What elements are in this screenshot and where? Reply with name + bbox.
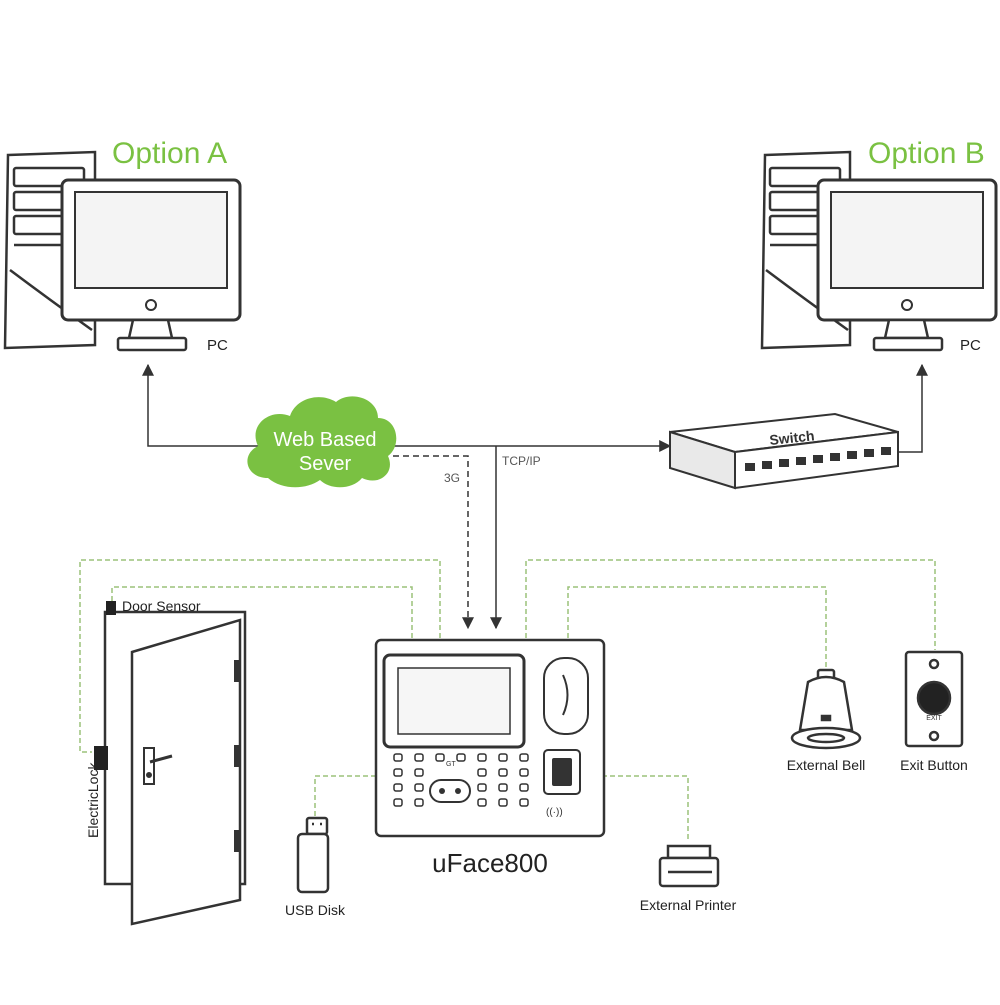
switch-ports: [745, 447, 891, 471]
peripheral-wires: [79, 559, 936, 840]
nav-dot: [439, 788, 445, 794]
device-label: uFace800: [432, 848, 548, 878]
network-switch: Switch: [669, 412, 899, 490]
door-hinge: [234, 745, 240, 767]
cloud-icon: [247, 396, 397, 488]
exit-button-label: Exit Button: [900, 757, 968, 773]
pc-option-b: Option B PC: [760, 137, 998, 354]
usb-disk: USB Disk: [285, 816, 346, 918]
pc-option-a: Option A PC: [3, 137, 242, 354]
nav-button-icon: [429, 779, 471, 803]
edge-label-3g: 3G: [444, 471, 460, 485]
network-lines: [142, 363, 928, 630]
door-handle-icon: [143, 747, 173, 785]
cloud-label-line1: Web Based: [273, 429, 376, 451]
wire-external-bell: [567, 586, 827, 672]
device-badge: GT: [446, 761, 456, 768]
door-panel: [130, 618, 242, 926]
web-server-cloud: Web Based Sever: [247, 396, 397, 488]
electric-lock-icon: [94, 746, 108, 770]
exit-button-icon: [904, 650, 964, 748]
printer-icon: [658, 844, 720, 888]
camera-lens: [562, 674, 569, 716]
edge-3g-device: [393, 455, 474, 630]
bell-icon: [790, 668, 862, 750]
exit-badge: EXIT: [926, 715, 942, 722]
exit-button: EXIT Exit Button: [900, 650, 968, 773]
usb-disk-icon: [296, 816, 330, 894]
electric-lock-label: ElectricLock: [85, 762, 101, 838]
door-sensor-label: Door Sensor: [122, 598, 201, 614]
door-hinge: [234, 830, 240, 852]
wire-usb-disk: [314, 775, 376, 820]
rfid-icon: ((·)): [546, 807, 563, 818]
external-bell: External Bell: [787, 668, 866, 773]
option-b-pc-label: PC: [960, 337, 981, 354]
external-bell-label: External Bell: [787, 757, 866, 773]
switch-label: Switch: [769, 427, 816, 448]
door-sensor-icon: [106, 601, 116, 615]
monitor-icon: [816, 178, 998, 352]
uface800-device: GT ((·)) uFace800: [374, 638, 606, 878]
monitor-icon: [60, 178, 242, 352]
edge-label-tcpip: TCP/IP: [502, 454, 541, 468]
edge-switch-option-b: [898, 363, 928, 453]
usb-disk-label: USB Disk: [285, 902, 346, 918]
fingerprint-window: [552, 758, 572, 786]
external-printer-label: External Printer: [640, 897, 737, 913]
external-printer: External Printer: [640, 844, 737, 913]
cloud-label-line2: Sever: [299, 453, 352, 475]
wire-exit-button: [525, 559, 936, 650]
keypad: [393, 753, 529, 807]
option-b-title: Option B: [868, 137, 985, 170]
nav-dot: [455, 788, 461, 794]
wire-door-sensor: [111, 586, 413, 638]
edge-server-option-a: [142, 363, 258, 447]
wire-external-printer: [602, 775, 689, 840]
door-hinge: [234, 660, 240, 682]
wire-electric-lock: [79, 559, 441, 753]
face-camera-icon: [543, 657, 589, 735]
door: Door Sensor ElectricLock: [85, 598, 247, 926]
option-a-title: Option A: [112, 137, 227, 170]
option-a-pc-label: PC: [207, 337, 228, 354]
device-display: [397, 667, 511, 735]
